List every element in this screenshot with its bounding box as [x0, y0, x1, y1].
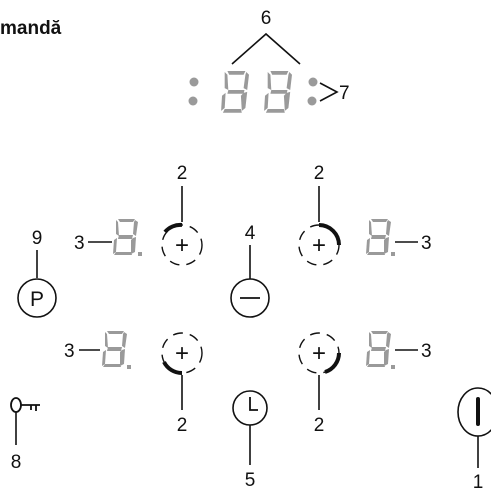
plus-button-top-right[interactable]: +: [298, 223, 341, 266]
label-8: 8: [11, 452, 22, 473]
plus-symbol: +: [312, 232, 326, 259]
plus-symbol: +: [175, 340, 189, 367]
zone-display-bottom-right: [366, 331, 391, 367]
colon-dot-left-bottom: [188, 96, 198, 106]
key-ring: [10, 397, 22, 413]
plus-symbol: +: [175, 232, 189, 259]
label-9: 9: [32, 228, 43, 249]
key-icon[interactable]: [10, 397, 40, 413]
zone-dot-bottom-left: [127, 365, 131, 369]
power-button[interactable]: [457, 387, 491, 437]
level-arc-bottom-right: [324, 352, 341, 374]
timer-display: [188, 71, 318, 113]
label-3-top-left: 3: [74, 233, 85, 254]
callout-line-6: [231, 32, 301, 65]
minus-button-ring: [230, 278, 270, 318]
zone-dot-bottom-right: [391, 365, 395, 369]
minus-button[interactable]: [230, 278, 270, 318]
label-5: 5: [245, 470, 256, 488]
plus-button-ring: [161, 332, 203, 374]
colon-dot-left-top: [189, 77, 199, 87]
zone-dot-top-right: [391, 252, 395, 256]
timer-digit-1: [221, 71, 249, 113]
label-2-top-right: 2: [314, 163, 325, 184]
plus-button-top-left[interactable]: +: [161, 222, 203, 266]
zone-display-top-left: [113, 219, 138, 255]
plus-button-bottom-right[interactable]: +: [298, 332, 341, 374]
colon-dot-right-top: [308, 77, 318, 87]
label-4: 4: [245, 223, 256, 244]
level-arc-top-left: [163, 222, 183, 234]
label-7: 7: [339, 83, 350, 104]
clock-hands: [249, 397, 258, 411]
timer-button[interactable]: [232, 390, 268, 426]
power-button-ring: [457, 387, 491, 437]
key-shaft: [21, 404, 40, 411]
label-2-bottom-left: 2: [177, 415, 188, 436]
label-3-top-right: 3: [421, 233, 432, 254]
section-title: mandă: [0, 18, 62, 39]
pause-button-ring: [17, 278, 57, 318]
callout-line-7: [319, 82, 339, 102]
label-6: 6: [261, 8, 272, 29]
label-2-top-left: 2: [177, 163, 188, 184]
zone-display-bottom-left: [102, 331, 127, 367]
zone-dot-top-left: [138, 252, 142, 256]
label-3-bottom-right: 3: [421, 341, 432, 362]
p-button-icon: P: [30, 288, 44, 311]
level-arc-top-right: [318, 223, 341, 246]
plus-button-bottom-left[interactable]: +: [161, 332, 203, 376]
label-2-bottom-right: 2: [314, 415, 325, 436]
pause-button[interactable]: P: [17, 278, 57, 318]
label-1: 1: [473, 472, 484, 488]
level-arc-bottom-left: [162, 360, 183, 376]
colon-dot-right-bottom: [307, 96, 317, 106]
label-3-bottom-left: 3: [64, 341, 75, 362]
plus-symbol: +: [312, 340, 326, 367]
zone-display-top-right: [366, 219, 391, 255]
timer-digit-2: [264, 71, 292, 113]
